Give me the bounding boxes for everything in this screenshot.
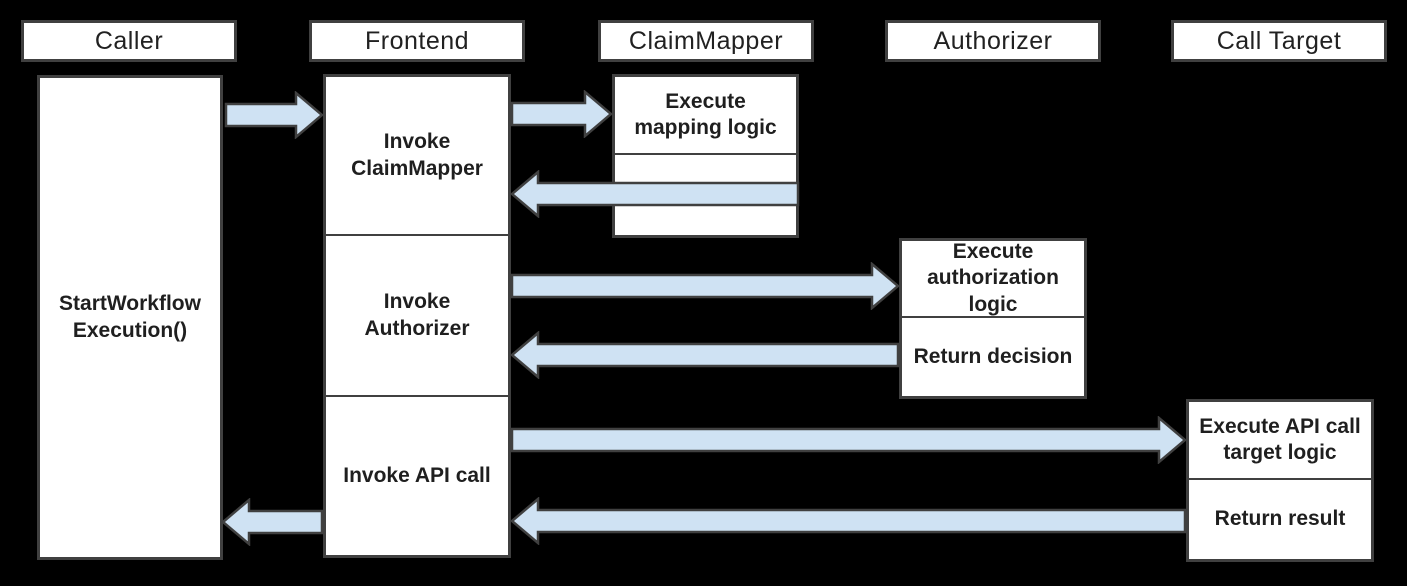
arrow-authorizer-return-to-frontend [510, 331, 900, 379]
arrow-frontend-return-to-caller [221, 498, 324, 546]
arrow-calltarget-return-to-frontend [510, 497, 1187, 545]
calltarget-step-label: Return result [1214, 507, 1346, 531]
frontend-step-invoke-api-call: Invoke API call [326, 397, 508, 555]
arrow-caller-to-frontend [224, 91, 324, 139]
frontend-activation-box: Invoke ClaimMapper Invoke Authorizer Inv… [323, 74, 511, 558]
calltarget-activation-box: Execute API call target logic Return res… [1186, 399, 1374, 562]
arrow-claimmapper-return-to-frontend [510, 170, 800, 218]
authorizer-step-return-decision: Return decision [902, 318, 1084, 396]
lane-header-caller: Caller [21, 20, 237, 62]
frontend-step-label: Invoke Authorizer [364, 290, 470, 340]
arrow-frontend-to-authorizer [510, 262, 900, 310]
caller-activation-label: StartWorkflow Execution() [59, 292, 201, 342]
arrow-frontend-to-claimmapper [510, 90, 613, 138]
lane-header-calltarget: Call Target [1171, 20, 1387, 62]
frontend-step-invoke-authorizer: Invoke Authorizer [326, 236, 508, 397]
lane-header-authorizer: Authorizer [885, 20, 1101, 62]
lane-header-claimmapper: ClaimMapper [598, 20, 814, 62]
frontend-step-label: Invoke API call [343, 463, 491, 487]
arrow-frontend-to-calltarget [510, 416, 1187, 464]
lane-header-frontend: Frontend [309, 20, 525, 62]
authorizer-step-execute-authorization-logic: Execute authorization logic [902, 240, 1084, 318]
authorizer-step-label: Return decision [913, 344, 1073, 368]
frontend-step-invoke-claimmapper: Invoke ClaimMapper [326, 77, 508, 236]
calltarget-step-label: Execute API call target logic [1199, 414, 1361, 464]
claimmapper-step-execute-mapping-logic: Execute mapping logic [615, 77, 796, 155]
calltarget-step-return-result: Return result [1189, 480, 1371, 559]
caller-activation-box: StartWorkflow Execution() [37, 75, 223, 560]
calltarget-step-execute-api-call-target-logic: Execute API call target logic [1189, 402, 1371, 480]
authorizer-activation-box: Execute authorization logic Return decis… [899, 238, 1087, 399]
claimmapper-step-label: Execute mapping logic [634, 89, 777, 139]
authorizer-step-label: Execute authorization logic [927, 240, 1059, 316]
frontend-step-label: Invoke ClaimMapper [351, 130, 483, 180]
